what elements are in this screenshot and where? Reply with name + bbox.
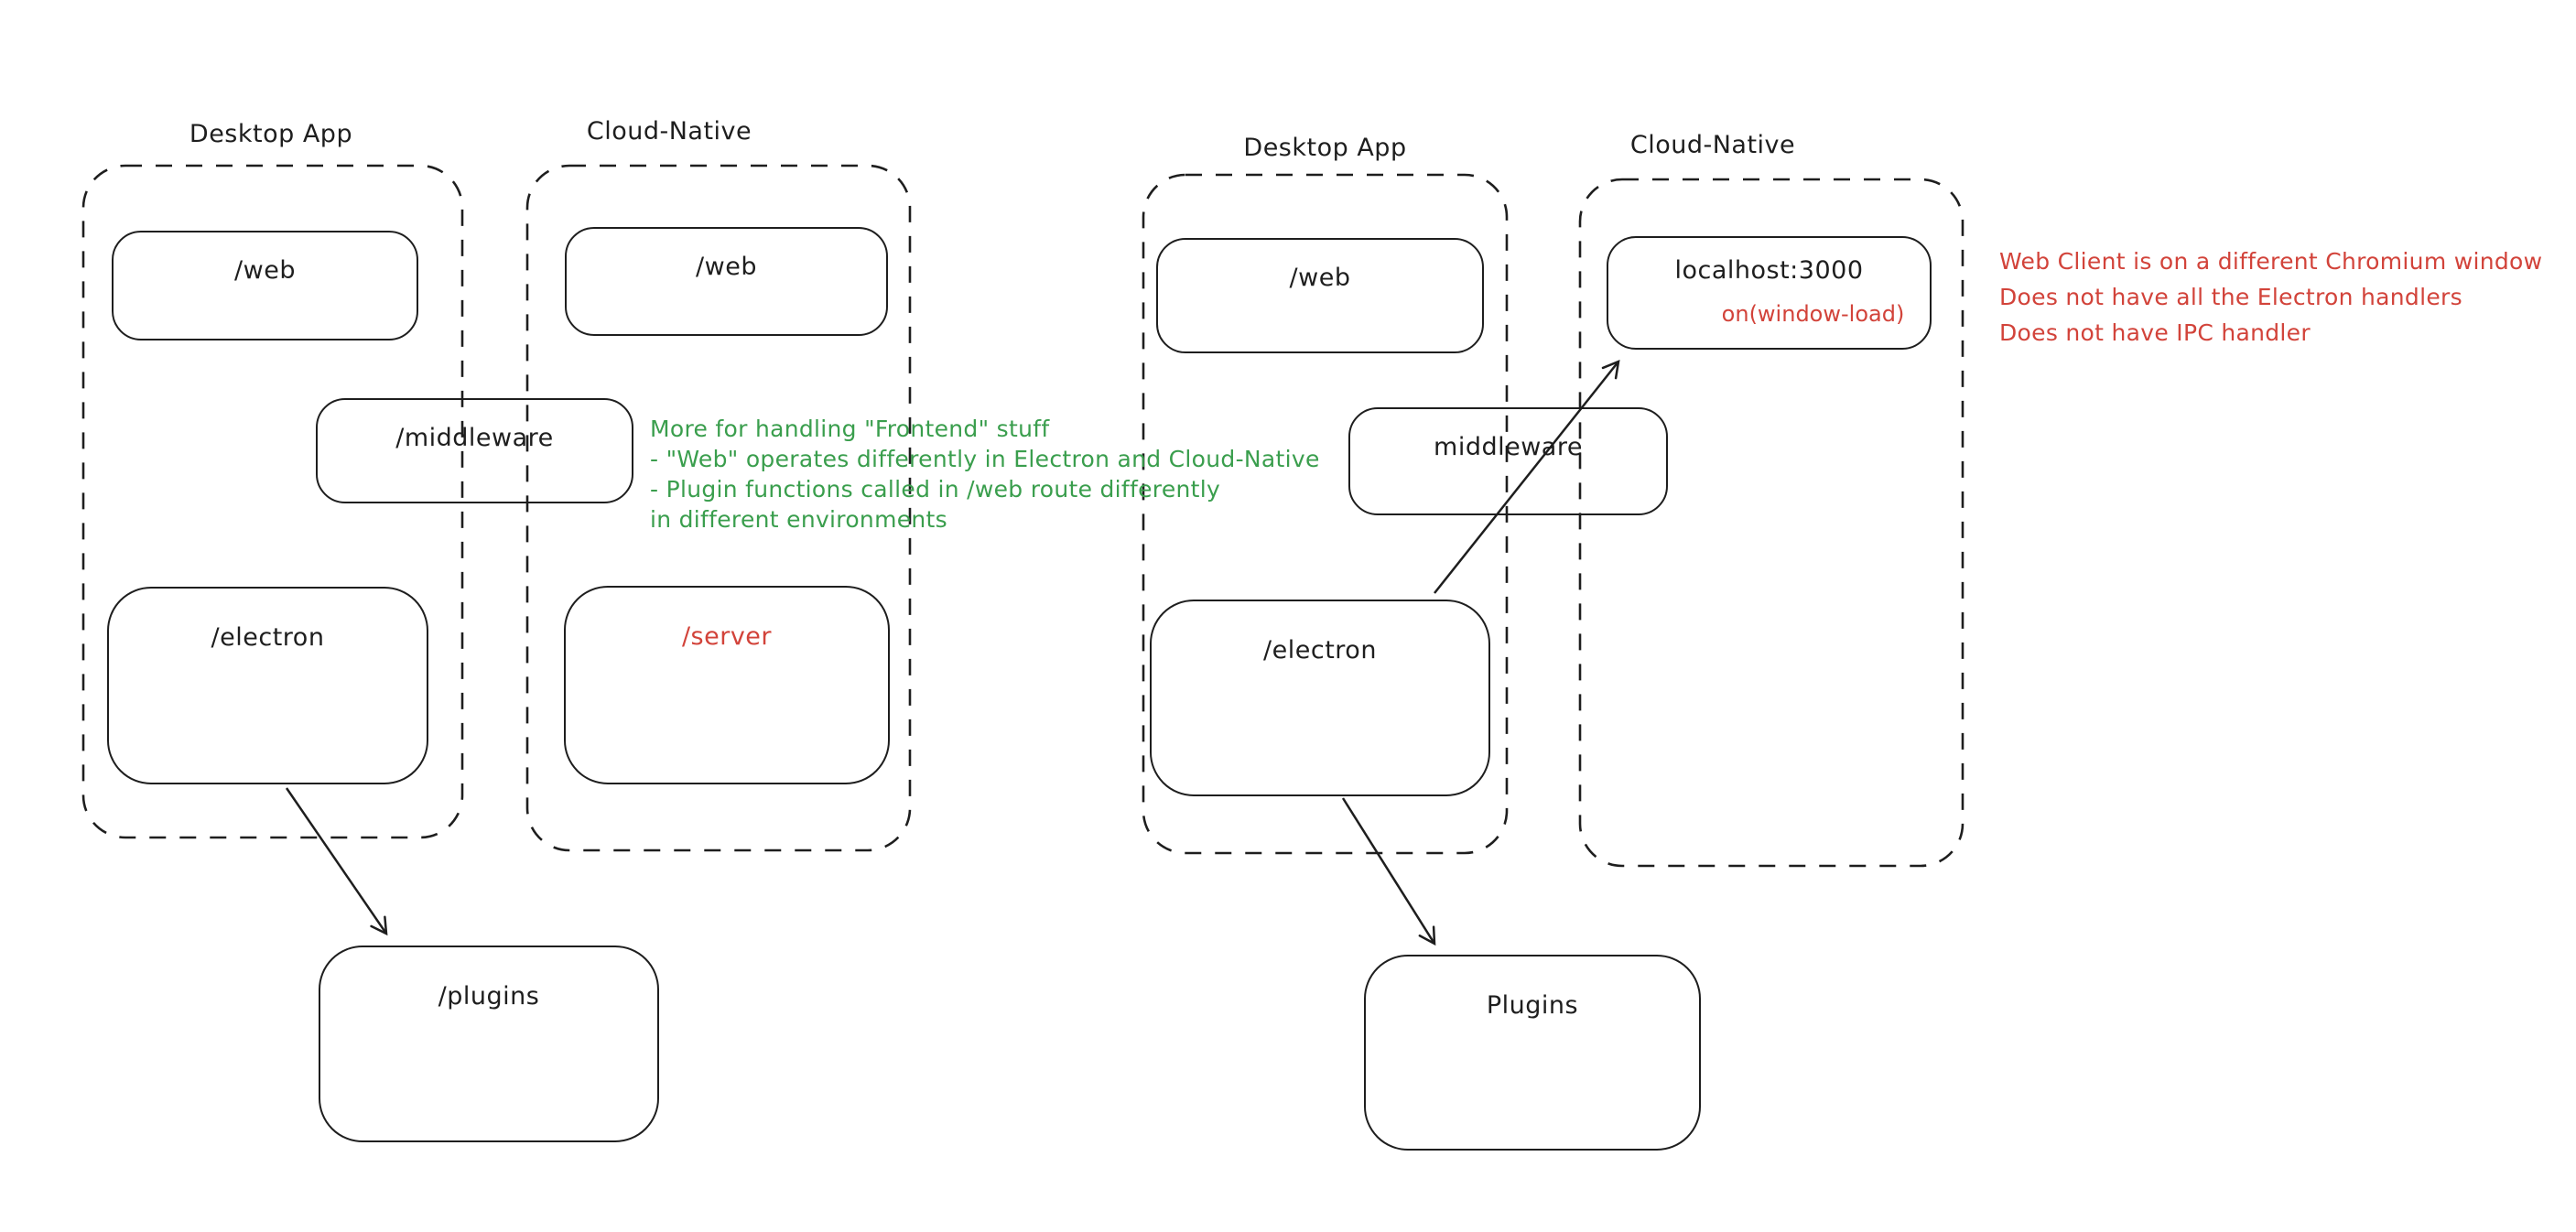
red-annotation-line-3: Does not have IPC handler <box>1999 319 2311 346</box>
left-electron-node: /electron <box>107 587 428 784</box>
red-annotation-line-1: Web Client is on a different Chromium wi… <box>1999 248 2543 275</box>
left-server-node: /server <box>564 586 890 784</box>
green-annotation-line-2: - "Web" operates differently in Electron… <box>650 446 1320 472</box>
left-cloud-web-label: /web <box>696 253 757 281</box>
green-annotation: More for handling "Frontend" stuff - "We… <box>650 414 1320 535</box>
left-cloud-native-title: Cloud-Native <box>586 117 752 146</box>
right-electron-node: /electron <box>1150 600 1490 796</box>
right-localhost-label: localhost:3000 <box>1674 256 1864 285</box>
left-desktop-web-label: /web <box>234 256 296 285</box>
right-desktop-web-node: /web <box>1156 238 1484 353</box>
green-annotation-line-4: in different environments <box>650 506 947 533</box>
left-middleware-node: /middleware <box>316 398 633 503</box>
left-desktop-app-title: Desktop App <box>189 120 353 148</box>
red-annotation-line-2: Does not have all the Electron handlers <box>1999 284 2462 310</box>
right-plugins-label: Plugins <box>1486 991 1579 1020</box>
green-annotation-line-1: More for handling "Frontend" stuff <box>650 416 1050 442</box>
right-cloud-native-title: Cloud-Native <box>1629 131 1796 159</box>
arrow-right-electron-to-plugins <box>1341 797 1436 946</box>
left-plugins-label: /plugins <box>438 982 540 1010</box>
right-plugins-node: Plugins <box>1364 955 1701 1151</box>
green-annotation-line-3: - Plugin functions called in /web route … <box>650 476 1221 503</box>
right-desktop-web-label: /web <box>1289 264 1351 292</box>
right-middleware-node: middleware <box>1348 407 1668 515</box>
right-window-load-label: on(window-load) <box>1721 301 1905 327</box>
red-annotation: Web Client is on a different Chromium wi… <box>1999 243 2542 351</box>
arrow-left-electron-to-plugins <box>285 787 388 936</box>
left-desktop-web-node: /web <box>112 231 418 340</box>
left-middleware-label: /middleware <box>395 424 554 452</box>
left-server-label: /server <box>681 622 773 651</box>
left-plugins-node: /plugins <box>319 946 659 1142</box>
right-localhost-node: localhost:3000 on(window-load) <box>1607 236 1932 350</box>
right-middleware-label: middleware <box>1434 433 1583 461</box>
left-cloud-web-node: /web <box>565 227 888 336</box>
right-electron-label: /electron <box>1263 636 1377 665</box>
right-desktop-app-title: Desktop App <box>1243 134 1407 162</box>
left-electron-label: /electron <box>211 623 325 652</box>
